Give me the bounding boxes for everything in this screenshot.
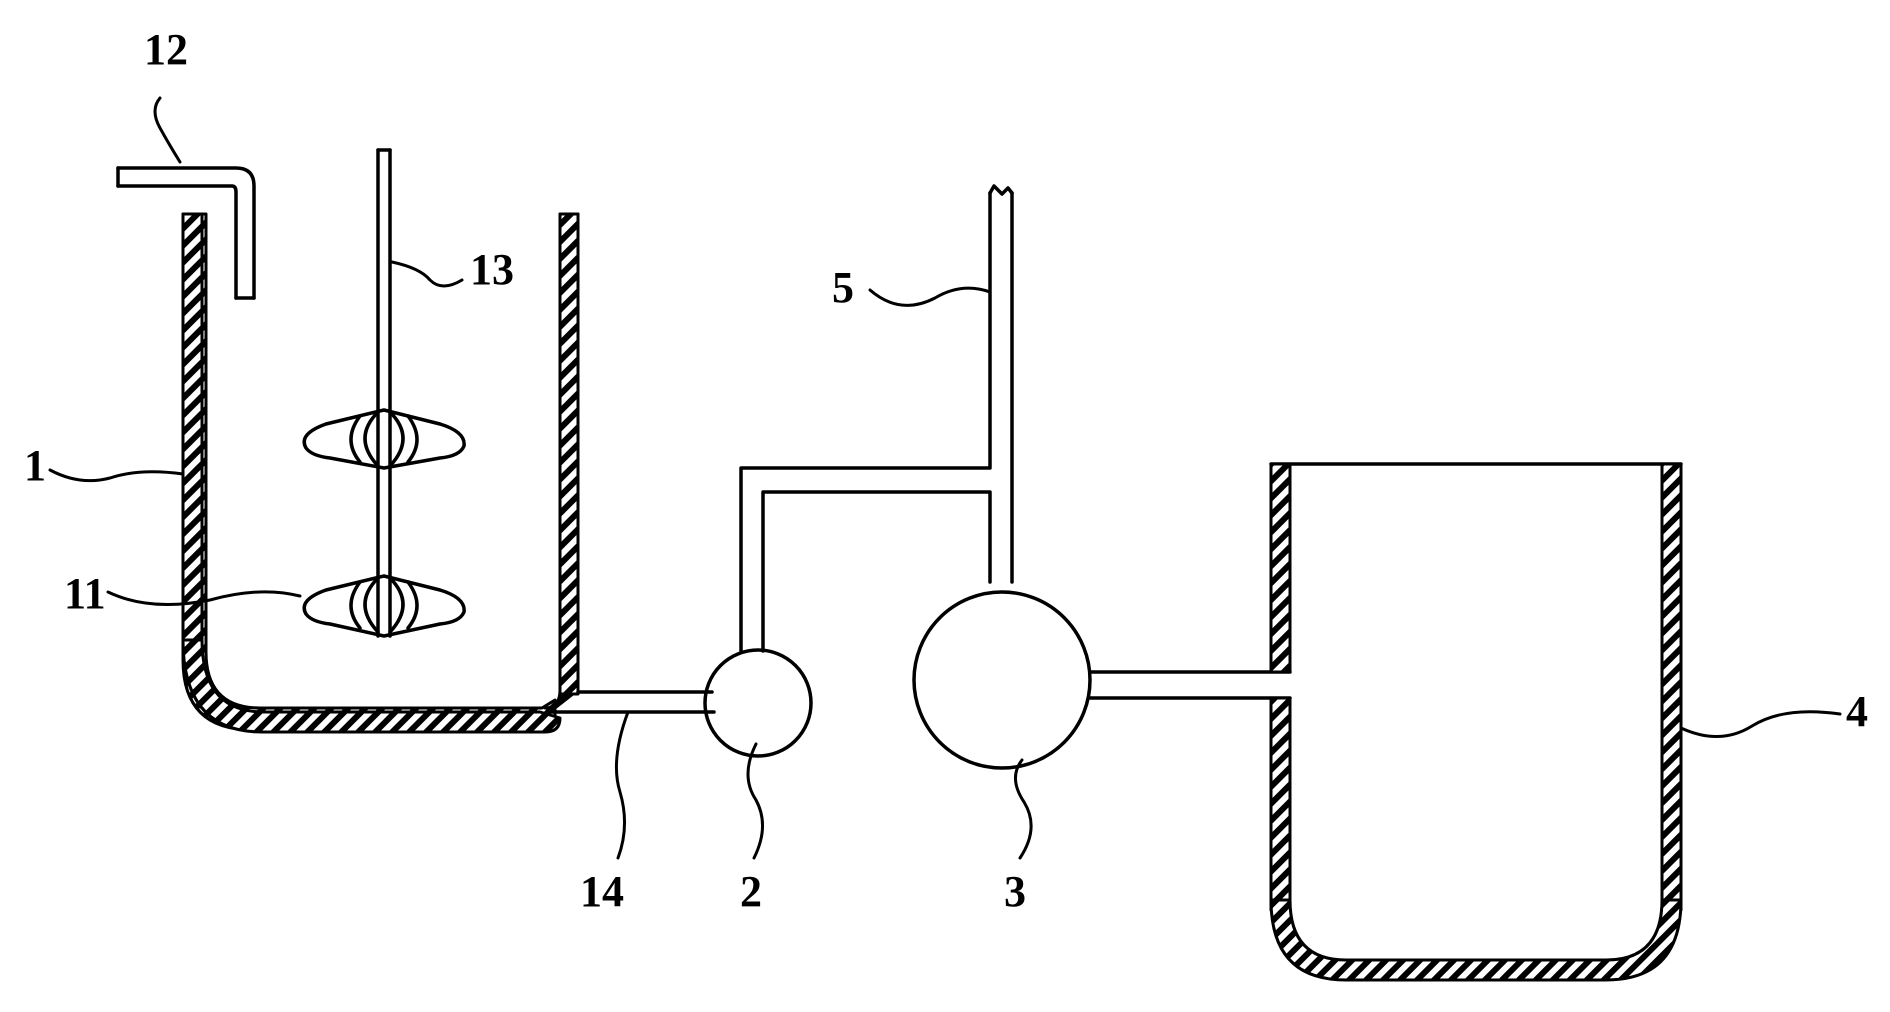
receiving-tank-left-wall-lower [1269,696,1292,912]
leader-12 [153,96,182,164]
mixing-tank-left-wall [181,212,204,646]
stirring-shaft [376,148,392,638]
leader-13 [390,260,464,288]
label-pump: 2 [740,867,762,916]
leader-11 [106,590,302,606]
receiving-tank-right-wall [1660,462,1683,912]
separation-unit [912,590,1092,770]
mixing-tank-right-wall [558,212,580,696]
mixing-tank [181,212,580,734]
label-receiving-tank: 4 [1846,687,1868,736]
label-inlet-pipe: 12 [144,25,188,74]
leader-4 [1679,710,1842,738]
label-pipe-5: 5 [832,263,854,312]
receiving-tank [1269,462,1683,982]
inlet-pipe [116,166,256,300]
outlet-pipe [548,690,716,714]
leader-2 [746,742,764,860]
impeller-lower [302,574,466,638]
mixing-tank-bottom-wall [181,638,562,734]
leader-14 [614,710,630,860]
pump [703,648,813,758]
label-stirring-shaft: 13 [470,245,514,294]
leader-5 [868,286,992,307]
impeller-upper [302,408,466,470]
receiving-tank-left-wall-upper [1269,462,1292,674]
receiving-tank-bottom-wall [1269,898,1683,982]
label-outlet-pipe: 14 [580,867,624,916]
leader-3 [1014,758,1033,860]
label-impeller: 11 [64,569,106,618]
label-mixing-tank: 1 [24,441,46,490]
connector-pipe [739,184,1014,653]
label-separation-unit: 3 [1004,867,1026,916]
transfer-pipe [1088,670,1292,700]
leader-1 [48,468,185,483]
